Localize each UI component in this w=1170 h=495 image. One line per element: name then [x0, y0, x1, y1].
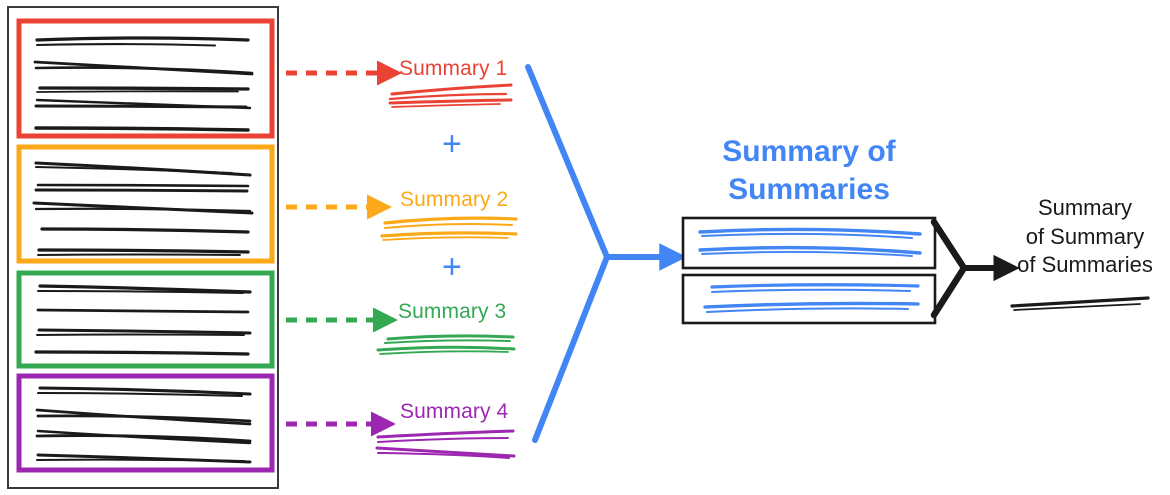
document-chunk-2[interactable]: [16, 144, 275, 264]
final-title-line-2: of Summary: [1025, 223, 1145, 249]
sos-box-1-lines: [698, 227, 922, 257]
summary-3-label: Summary 3: [398, 300, 507, 323]
summary-of-summaries-title: Summary of Summaries: [683, 133, 935, 210]
chunk-3-text-lines: [34, 284, 252, 356]
document-chunk-4[interactable]: [16, 373, 275, 473]
sos-box-2-lines: [703, 283, 920, 313]
final-output-title: Summary of Summary of Summaries: [1005, 194, 1165, 280]
summary-3-lines: [376, 334, 516, 355]
summary-1-label: Summary 1: [399, 57, 508, 80]
sos-box-1[interactable]: [681, 216, 937, 270]
summary-1-lines: [388, 83, 513, 108]
plus-operator-1: +: [442, 125, 462, 163]
chunk-4-text-lines: [35, 386, 252, 464]
sos-title-line-2: Summaries: [728, 173, 890, 207]
summary-2-lines: [380, 216, 518, 241]
sos-title-line-1: Summary of: [722, 135, 896, 168]
document-chunk-1[interactable]: [16, 18, 275, 139]
summary-4-label: Summary 4: [400, 400, 509, 423]
chunk-1-text-lines: [33, 36, 254, 132]
summary-4-lines: [375, 429, 516, 459]
merge-connector-black: [930, 218, 1020, 319]
final-output-lines: [1010, 296, 1150, 311]
final-title-line-1: Summary: [1037, 195, 1133, 220]
merge-connector-blue: [525, 64, 687, 443]
final-title-line-3: of Summaries: [1017, 252, 1153, 278]
source-document-container: [7, 6, 279, 489]
sos-box-2[interactable]: [681, 273, 937, 325]
plus-operator-2: +: [442, 248, 462, 286]
document-chunk-3[interactable]: [16, 270, 275, 369]
summary-2-label: Summary 2: [400, 188, 509, 211]
chunk-2-text-lines: [32, 161, 254, 256]
